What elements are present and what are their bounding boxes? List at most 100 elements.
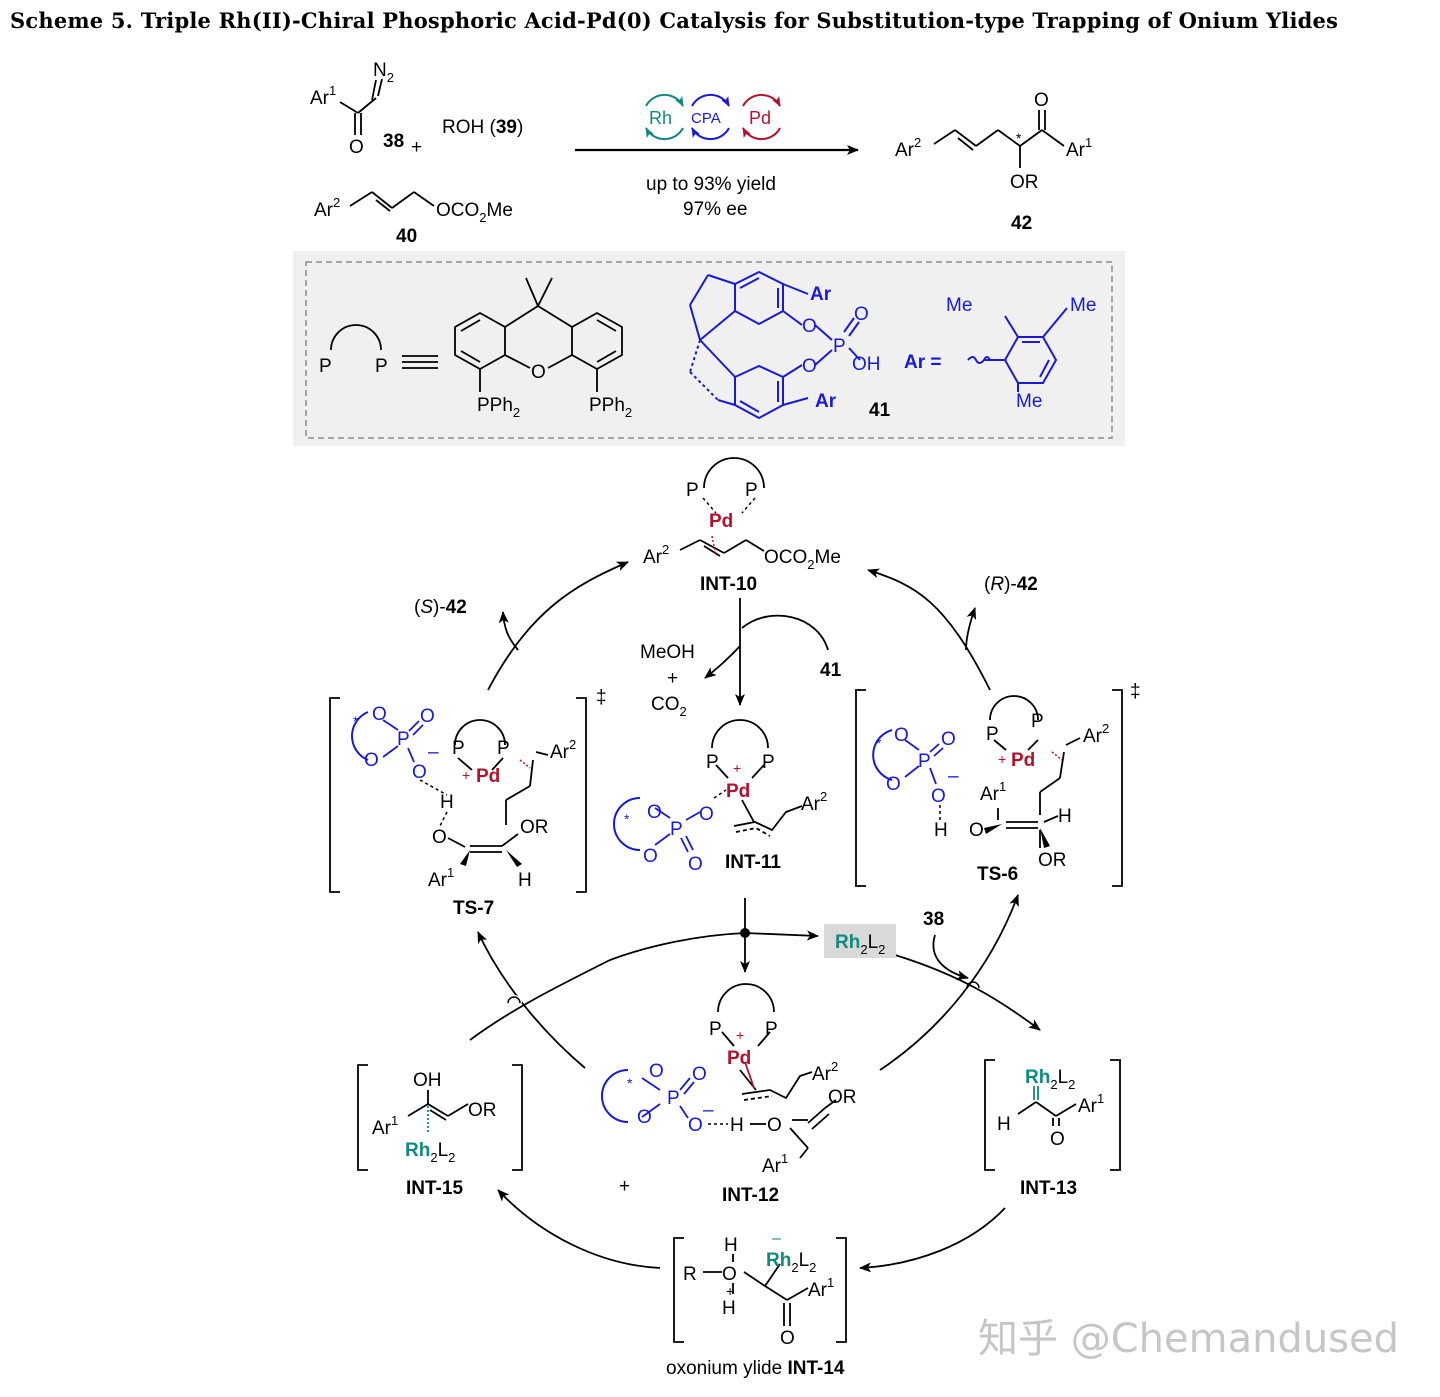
stereo-star: *	[876, 735, 882, 751]
o-label: O	[780, 1328, 795, 1349]
p-label: P	[765, 1019, 778, 1040]
reaction-substrate-38	[339, 78, 383, 135]
compound-38-label: 38	[923, 909, 944, 930]
o-label: O	[692, 1064, 707, 1085]
stereo-star: *	[627, 1075, 633, 1091]
p-label: P	[706, 752, 719, 773]
ar2-label: Ar2	[801, 789, 827, 815]
crossing-hop	[966, 981, 980, 989]
p-label: P	[833, 336, 846, 357]
xanthene-o: O	[531, 362, 546, 383]
p-label: P	[452, 738, 465, 759]
r-label: R	[683, 1264, 697, 1285]
ar-label: Ar	[810, 284, 832, 305]
p-label: P	[918, 751, 931, 772]
int12-label: INT-12	[722, 1185, 779, 1206]
ar1-label: Ar1	[762, 1151, 788, 1177]
p-label: P	[986, 724, 999, 745]
int10-label: INT-10	[700, 574, 757, 595]
compound-41-label: 41	[820, 660, 842, 681]
int14-caption: oxonium ylide INT-14	[666, 1358, 845, 1379]
int11-label: INT-11	[725, 852, 781, 873]
int14-structure	[703, 1254, 809, 1326]
ar1-label: Ar1	[428, 865, 454, 891]
meoh-label: MeOH	[640, 642, 695, 663]
crossing-hop	[507, 996, 521, 1004]
o-label: O	[941, 729, 956, 750]
o-label: O	[699, 804, 714, 825]
product-42	[933, 110, 1065, 168]
svg-text:CPA: CPA	[691, 110, 721, 127]
or-label: OR	[1038, 850, 1067, 871]
rh2l2-highlight	[824, 924, 896, 958]
int15-structure	[407, 1090, 469, 1132]
rh2l2-label: Rh2L2	[766, 1250, 816, 1275]
pd-label: Pd	[726, 781, 750, 802]
svg-text:Pd: Pd	[749, 108, 771, 128]
ar1-label: Ar1	[372, 1113, 398, 1139]
ts7-structure	[351, 711, 549, 867]
me-label: Me	[1070, 295, 1096, 316]
compound-42-label: 42	[1011, 213, 1032, 234]
h-label: H	[722, 1298, 736, 1319]
watermark: 知乎 @Chemandused	[978, 1316, 1399, 1362]
ar2-label: Ar2	[895, 135, 921, 161]
ee-label: 97% ee	[683, 199, 747, 220]
ar1-label: Ar1	[808, 1275, 834, 1301]
int10-structure	[679, 457, 765, 557]
o-label: O	[767, 1115, 782, 1136]
ar-definition-label: Ar =	[904, 352, 942, 373]
p-label: P	[397, 729, 410, 750]
pd-label: Pd	[476, 766, 500, 787]
dagger: ‡	[1130, 681, 1141, 702]
int12-structure	[601, 983, 837, 1159]
h-label: H	[730, 1115, 744, 1136]
stereo-star: *	[353, 713, 359, 729]
svg-text:P: P	[319, 356, 332, 377]
p-label: P	[497, 738, 510, 759]
pph2-label: PPh2	[477, 395, 520, 420]
me-label: Me	[1016, 391, 1042, 412]
n2-label: N2	[373, 60, 394, 85]
h-label: H	[518, 870, 532, 891]
oco2me-label: OCO2Me	[436, 200, 513, 225]
ar2-label: Ar2	[314, 195, 340, 221]
stereo-star: *	[1016, 130, 1022, 146]
bisphosphine-symbol: P P	[319, 324, 438, 377]
rh2l2-catalyst: Rh2L2	[835, 932, 885, 957]
o-label: O	[688, 854, 703, 875]
o-label: O	[722, 1264, 737, 1285]
rh-cycle-icon: Rh	[645, 93, 684, 141]
compound-38-label: 38	[383, 131, 404, 152]
ts7-brackets	[329, 697, 587, 893]
p-label: P	[1031, 711, 1044, 732]
o-label: O	[649, 1061, 664, 1082]
plus-charge: +	[733, 760, 741, 776]
h-label: H	[724, 1235, 738, 1256]
o-label: O	[432, 827, 447, 848]
compound-40-label: 40	[396, 226, 417, 247]
ts7-label: TS-7	[453, 898, 494, 919]
o-label: O	[364, 750, 379, 771]
ar2-label: Ar2	[812, 1059, 838, 1085]
plus-sign: +	[619, 1176, 630, 1197]
rh2l2-label: Rh2L2	[405, 1140, 455, 1165]
cycle-arrows	[469, 561, 1041, 1273]
int15-brackets	[357, 1064, 523, 1171]
dagger: ‡	[596, 687, 607, 708]
p-label: P	[670, 819, 683, 840]
svg-text:P: P	[375, 356, 388, 377]
oh-label: OH	[413, 1070, 442, 1091]
int15-label: INT-15	[406, 1178, 463, 1199]
o-label: O	[931, 786, 946, 807]
r42-label: (R)-42	[984, 574, 1038, 595]
ar2-label: Ar2	[550, 737, 576, 763]
p-label: P	[762, 752, 775, 773]
plus-charge: +	[726, 1283, 734, 1299]
oco2me-label: OCO2Me	[764, 547, 841, 572]
h-label: H	[440, 792, 454, 813]
ar2-label: Ar2	[1083, 721, 1109, 747]
or-label: OR	[520, 817, 549, 838]
reaction-substrate-40	[349, 191, 435, 212]
yield-label: up to 93% yield	[646, 174, 776, 195]
